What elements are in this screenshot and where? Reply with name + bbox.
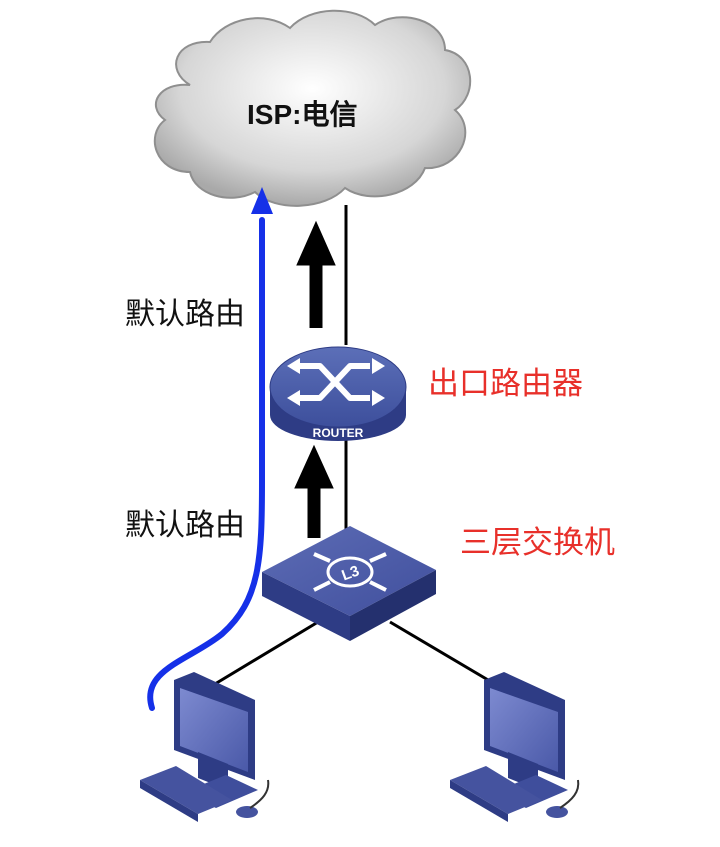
default-route-label-lower: 默认路由 xyxy=(125,508,245,543)
default-route-label-upper: 默认路由 xyxy=(125,297,245,332)
traffic-path xyxy=(147,187,273,711)
pc-right-icon xyxy=(450,672,580,822)
links xyxy=(204,205,506,692)
router-badge: ROUTER xyxy=(313,426,364,440)
arrow-upper-head xyxy=(296,220,336,266)
default-route-arrows xyxy=(294,220,336,538)
switch-badge: L3 xyxy=(339,562,361,584)
egress-router-icon: ROUTER xyxy=(269,346,407,441)
switch-pc-left-link xyxy=(204,620,319,692)
egress-router-label: 出口路由器 xyxy=(428,366,583,402)
switch-arrows-icon xyxy=(313,552,387,592)
isp-label: ISP:电信 xyxy=(247,99,358,130)
switch-pc-right-link xyxy=(389,620,506,692)
l3-switch-label: 三层交换机 xyxy=(460,525,615,561)
router-arrows-icon xyxy=(300,363,370,401)
l3-switch-icon: L3 xyxy=(262,526,436,641)
arrow-lower-head xyxy=(294,444,334,489)
isp-cloud xyxy=(153,9,472,207)
pc-left-icon xyxy=(140,672,270,822)
